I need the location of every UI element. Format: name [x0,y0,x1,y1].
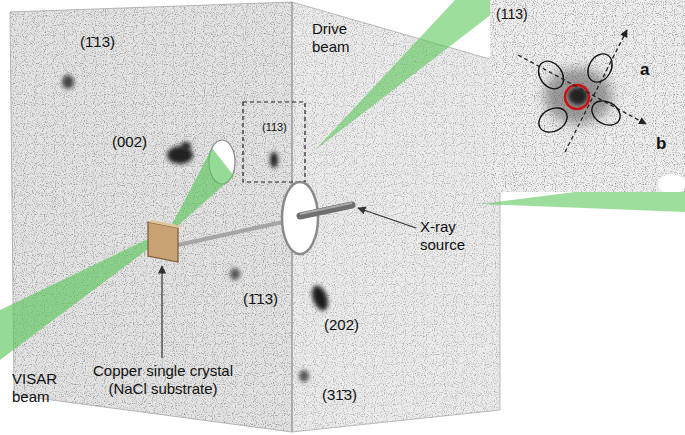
xray-path [178,220,292,245]
inset-ground [490,0,685,192]
panel-noise [0,0,300,435]
diffraction-spot [270,152,278,168]
inset-blob [658,174,685,192]
reflection-label: (1̄13) [243,290,278,308]
xray-source-rod [300,205,352,216]
inset-image [490,0,685,192]
satellite-circle [535,103,572,137]
diffraction-spot [181,142,191,150]
diffraction-spot [299,370,309,382]
sample-edge [148,220,182,228]
satellite-circle [533,56,568,93]
reflection-label: (31̄3) [322,386,357,404]
drive-beam-cone [166,148,234,236]
copper-sample [148,222,178,262]
rod-highlight [300,203,352,214]
axis-arrow [565,30,627,152]
reflection-label: (113) [262,121,287,134]
axis-arrow [518,55,646,124]
axis-label: b [656,134,666,154]
beam-label: VISAR beam [12,370,68,406]
inset-title: (113) [496,6,528,23]
reflection-label: (002) [112,133,147,151]
diffuse-spot [544,68,612,124]
leader-line [358,208,416,228]
inset-noise [490,0,685,192]
component-label: X-ray source [420,218,478,254]
central-circle [565,85,589,109]
reflection-label: (1̄13) [80,33,115,51]
diffraction-spot [309,283,331,312]
component-label: Copper single crystal (NaCl substrate) [80,362,246,398]
leader-line [161,266,162,358]
visar-beam [0,238,152,360]
dashed-region [243,102,305,182]
satellite-circle [588,96,625,130]
satellite-circle [583,50,617,87]
diffraction-spot [230,268,240,280]
beam-label: Drive beam [312,20,362,56]
reflection-label: (202) [324,316,359,334]
axis-label: a [640,60,649,80]
diffraction-spot [62,75,74,89]
